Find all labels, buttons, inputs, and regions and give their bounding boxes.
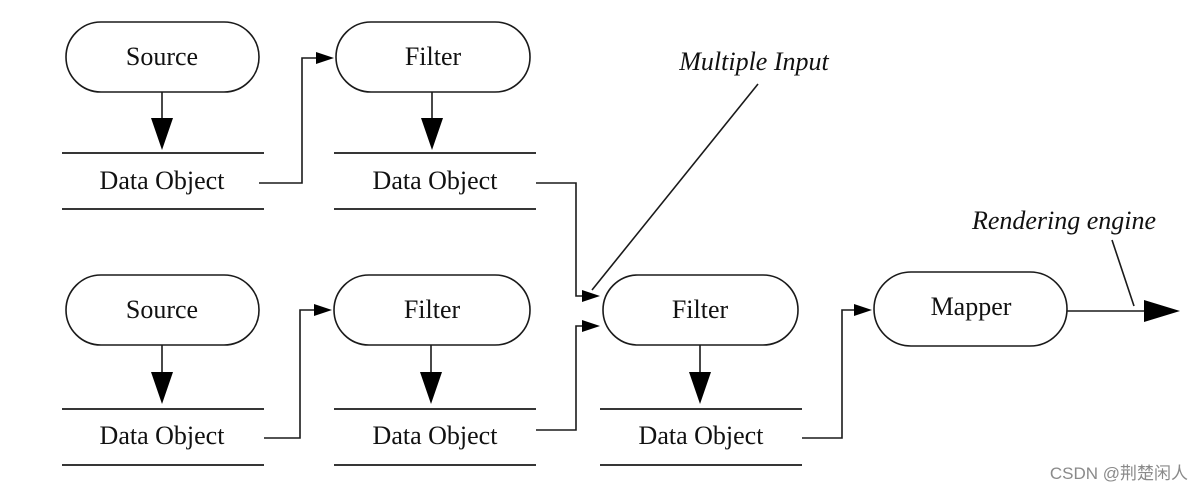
- connector-merge-to-mapper: [802, 304, 872, 439]
- connector-bottom-filter-to-merge: [536, 320, 600, 431]
- filter-node-bottom: Filter: [333, 274, 531, 346]
- source-node-top: Source: [65, 21, 260, 93]
- rendering-engine-pointer: [1111, 239, 1135, 307]
- multiple-input-pointer: [591, 83, 759, 291]
- multiple-input-annotation: Multiple Input: [678, 47, 829, 76]
- data-object-filter-bottom: Data Object: [334, 408, 536, 466]
- arrow-source-top-to-data: [151, 92, 173, 150]
- data-object-source-top-label: Data Object: [100, 166, 226, 195]
- source-node-top-label: Source: [126, 42, 198, 71]
- watermark: CSDN @荆楚闲人: [1049, 464, 1188, 483]
- data-object-filter-top: Data Object: [334, 152, 536, 210]
- arrow-source-bottom-to-data: [151, 345, 173, 404]
- data-object-source-bottom: Data Object: [62, 408, 264, 466]
- data-object-filter-merge-label: Data Object: [639, 421, 765, 450]
- data-object-source-bottom-label: Data Object: [100, 421, 226, 450]
- mapper-node-label: Mapper: [931, 292, 1012, 321]
- filter-node-top-label: Filter: [405, 42, 462, 71]
- data-object-source-top: Data Object: [62, 152, 264, 210]
- arrow-filter-top-to-data: [421, 92, 443, 150]
- source-node-bottom-label: Source: [126, 295, 198, 324]
- source-node-bottom: Source: [65, 274, 260, 346]
- arrow-filter-merge-to-data: [689, 345, 711, 404]
- arrow-filter-bottom-to-data: [420, 345, 442, 404]
- connector-top-source-to-filter: [259, 52, 334, 184]
- filter-node-top: Filter: [335, 21, 531, 93]
- filter-node-bottom-label: Filter: [404, 295, 461, 324]
- connector-top-filter-to-merge: [536, 182, 600, 302]
- filter-node-merge: Filter: [602, 274, 799, 346]
- connector-bottom-source-to-filter: [264, 304, 332, 439]
- data-object-filter-top-label: Data Object: [373, 166, 499, 195]
- filter-node-merge-label: Filter: [672, 295, 729, 324]
- data-object-filter-bottom-label: Data Object: [373, 421, 499, 450]
- mapper-node: Mapper: [873, 271, 1068, 347]
- rendering-engine-annotation: Rendering engine: [971, 206, 1156, 235]
- output-arrow: [1067, 300, 1180, 322]
- data-object-filter-merge: Data Object: [600, 408, 802, 466]
